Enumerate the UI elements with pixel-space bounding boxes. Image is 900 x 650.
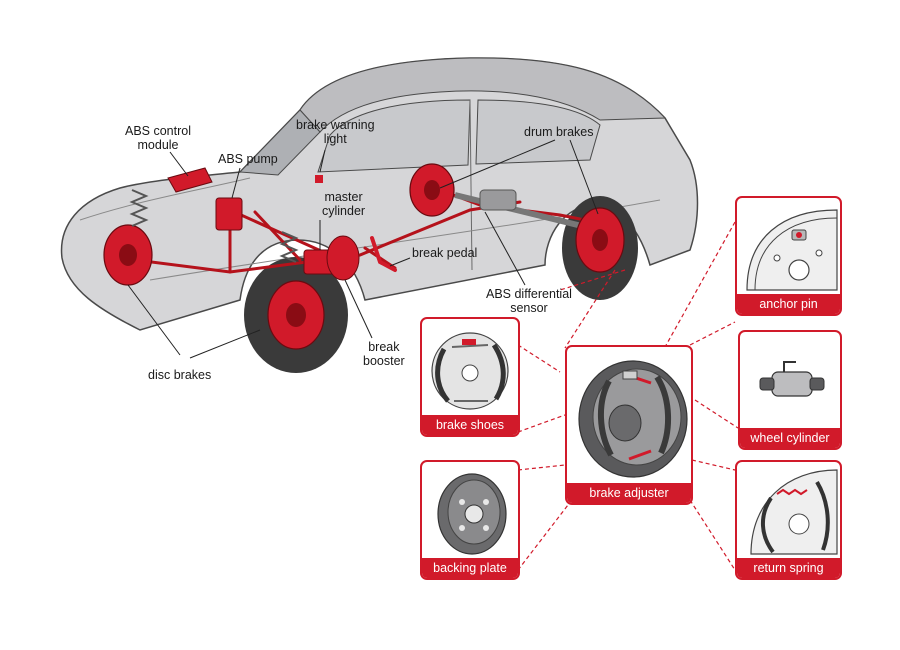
caption-anchor-pin: anchor pin (737, 294, 840, 314)
card-anchor-pin: anchor pin (735, 196, 842, 316)
caption-wheel-cylinder: wheel cylinder (740, 428, 840, 448)
windshield (238, 109, 321, 176)
brake-shoes-illustration (431, 332, 509, 410)
anchor-pin-illustration (746, 209, 838, 291)
card-brake-shoes: brake shoes (420, 317, 520, 437)
label-disc-brakes: disc brakes (148, 368, 212, 382)
caption-return-spring: return spring (737, 558, 840, 578)
label-abs-pump: ABS pump (218, 152, 278, 166)
label-abs-differential-sensor: ABS differential sensor (486, 287, 572, 315)
leader-lines (127, 139, 599, 359)
abs-control-module (167, 167, 213, 193)
brake-pedal (370, 236, 397, 272)
wheel-cylinder-illustration (759, 361, 825, 397)
caption-backing-plate: backing plate (422, 558, 518, 578)
label-drum-brakes: drum brakes (524, 125, 594, 139)
return-spring-illustration (750, 469, 838, 555)
abs-differential-sensor (479, 189, 517, 211)
spring-front-right (279, 231, 299, 263)
label-break-booster: break booster (363, 340, 405, 368)
hood-line (79, 177, 251, 221)
card-brake-adjuster: brake adjuster (565, 345, 693, 505)
abs-pump (215, 197, 243, 231)
card-return-spring: return spring (735, 460, 842, 580)
dashed-connectors (517, 221, 739, 571)
label-break-pedal: break pedal (412, 246, 478, 260)
caption-brake-adjuster: brake adjuster (567, 483, 691, 503)
caption-brake-shoes: brake shoes (422, 415, 518, 435)
card-backing-plate: backing plate (420, 460, 520, 580)
label-abs-control-module: ABS control module (125, 124, 192, 152)
label-master-cylinder: master cylinder (322, 190, 366, 218)
brake-warning-light (315, 175, 323, 183)
rear-axle (454, 192, 591, 231)
spring-front-left (129, 189, 149, 227)
side-window-rear (475, 99, 601, 165)
backing-plate-illustration (437, 473, 507, 555)
car-roof (299, 57, 667, 133)
card-wheel-cylinder: wheel cylinder (738, 330, 842, 450)
label-brake-warning-light: brake warning light (296, 118, 375, 146)
brake-adjuster-illustration (578, 360, 688, 478)
brake-booster (326, 235, 360, 281)
door-line (469, 99, 473, 271)
brake-components (103, 163, 625, 350)
